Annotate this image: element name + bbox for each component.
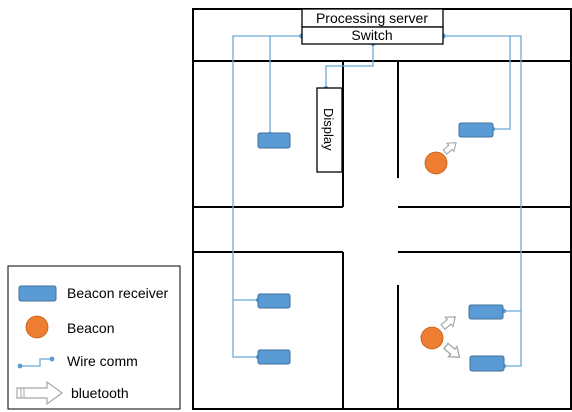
wire-network — [232, 35, 522, 367]
beacon-receiver-icon — [257, 132, 291, 149]
legend: Beacon receiver Beacon Wire comm bluetoo… — [7, 265, 181, 410]
beacon-receiver-icon — [469, 355, 505, 372]
switch-label: Switch — [351, 27, 392, 43]
beacon-receivers — [257, 122, 505, 372]
legend-receiver-icon — [18, 285, 57, 302]
processing-server: Processing server — [301, 8, 444, 28]
display-unit: Display — [316, 87, 343, 173]
bluetooth-signals — [438, 138, 465, 364]
beacon-icon — [424, 151, 448, 175]
legend-item-label: Beacon — [67, 320, 114, 336]
beacon-icon — [420, 326, 444, 350]
legend-beacon-icon — [25, 315, 49, 339]
beacon-receiver-icon — [468, 304, 504, 320]
beacon-receiver-icon — [458, 122, 494, 138]
bluetooth-arrow-icon — [441, 340, 465, 364]
beacon-receiver-icon — [257, 349, 291, 365]
legend-item-label: Beacon receiver — [67, 285, 169, 301]
beacon-receiver-icon — [257, 293, 291, 309]
legend-wire-icon — [17, 356, 55, 369]
legend-item-label: Wire comm — [67, 353, 138, 369]
building-walls — [192, 8, 572, 410]
bluetooth-arrow-icon — [440, 138, 461, 157]
legend-bluetooth-icon — [16, 380, 64, 406]
display-label: Display — [321, 108, 336, 151]
beacons — [420, 151, 448, 350]
server-label: Processing server — [316, 10, 428, 26]
network-switch: Switch — [301, 26, 444, 45]
bluetooth-arrow-icon — [438, 311, 460, 333]
legend-item-label: bluetooth — [71, 385, 129, 401]
